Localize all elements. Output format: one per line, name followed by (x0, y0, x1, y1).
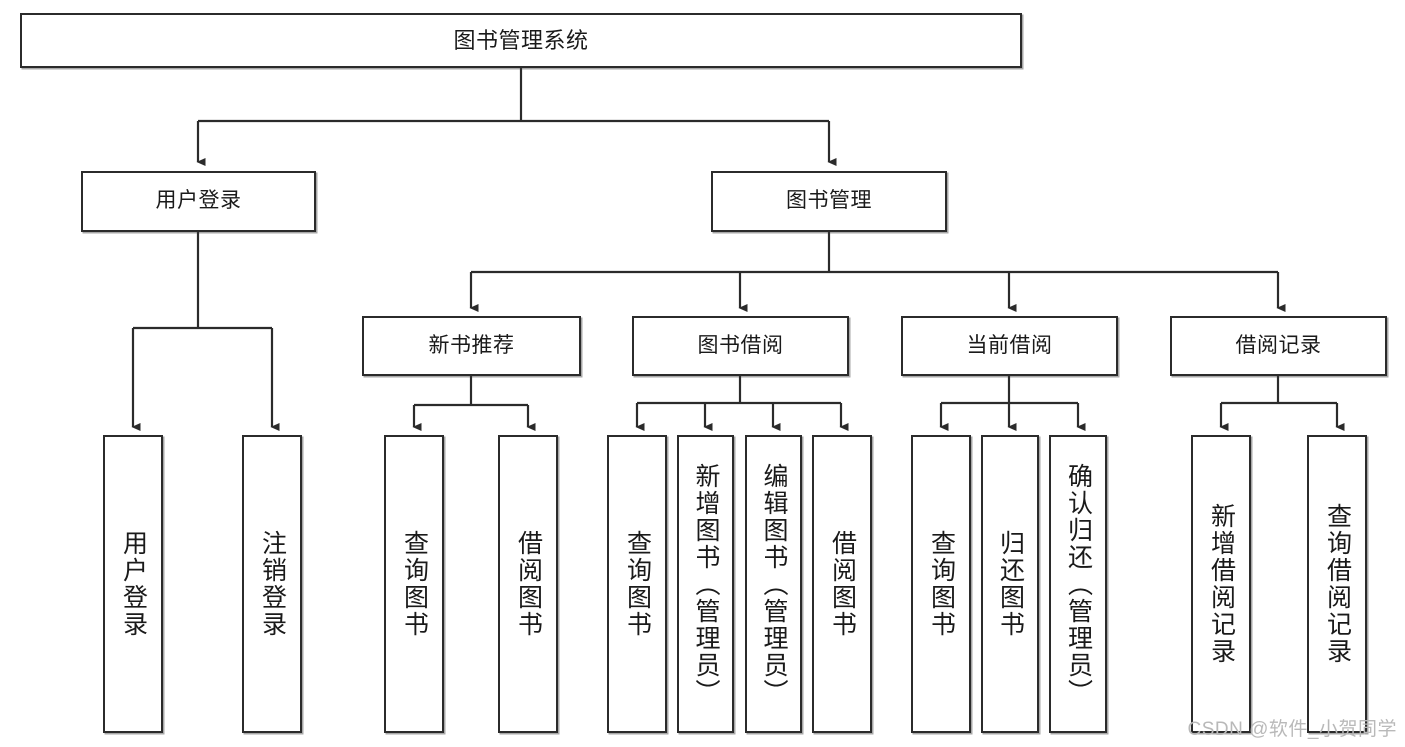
node-label: 借阅记录 (1235, 333, 1322, 357)
leaf-user-login-logout[interactable]: 注销登录 (242, 435, 302, 733)
leaf-borrow-record-query-record[interactable]: 查询借阅记录 (1307, 435, 1367, 733)
leaf-current-borrow-return-book[interactable]: 归还图书 (981, 435, 1039, 733)
node-label: 新书推荐 (428, 333, 515, 357)
node-label: 图书管理系统 (453, 27, 589, 53)
node-new-book-recommend[interactable]: 新书推荐 (362, 316, 581, 376)
node-label: 归还图书 (996, 530, 1025, 638)
node-label: 新增图书（管理员） (692, 462, 720, 706)
node-label: 图书借阅 (697, 333, 784, 357)
node-label: 图书管理 (786, 189, 872, 213)
leaf-new-book-borrow-book[interactable]: 借阅图书 (498, 435, 558, 733)
node-label: 编辑图书（管理员） (760, 462, 788, 706)
node-root-system[interactable]: 图书管理系统 (20, 13, 1022, 68)
leaf-borrow-record-add-record[interactable]: 新增借阅记录 (1191, 435, 1251, 733)
node-label: 当前借阅 (966, 333, 1053, 357)
node-label: 查询借阅记录 (1323, 503, 1352, 665)
leaf-book-borrow-edit-book-admin[interactable]: 编辑图书（管理员） (745, 435, 802, 733)
node-label: 注销登录 (258, 530, 287, 638)
node-borrow-record[interactable]: 借阅记录 (1170, 316, 1387, 376)
node-label: 新增借阅记录 (1207, 503, 1236, 665)
leaf-current-borrow-query-book[interactable]: 查询图书 (911, 435, 971, 733)
node-label: 借阅图书 (514, 530, 543, 638)
node-label: 查询图书 (927, 530, 956, 638)
leaf-book-borrow-query-book[interactable]: 查询图书 (607, 435, 667, 733)
leaf-book-borrow-borrow-book[interactable]: 借阅图书 (812, 435, 872, 733)
node-label: 借阅图书 (828, 530, 857, 638)
node-label: 查询图书 (623, 530, 652, 638)
leaf-book-borrow-add-book-admin[interactable]: 新增图书（管理员） (677, 435, 734, 733)
leaf-user-login-login[interactable]: 用户登录 (103, 435, 163, 733)
node-user-login[interactable]: 用户登录 (81, 171, 316, 232)
leaf-new-book-query-book[interactable]: 查询图书 (384, 435, 444, 733)
node-book-borrow[interactable]: 图书借阅 (632, 316, 849, 376)
node-label: 用户登录 (155, 189, 242, 213)
leaf-current-borrow-confirm-return-admin[interactable]: 确认归还（管理员） (1049, 435, 1107, 733)
node-label: 用户登录 (119, 530, 148, 638)
node-current-borrow[interactable]: 当前借阅 (901, 316, 1118, 376)
node-label: 查询图书 (400, 530, 429, 638)
watermark-text: CSDN @软件_小贺同学 (1187, 719, 1397, 740)
node-label: 确认归还（管理员） (1064, 462, 1093, 706)
node-book-management[interactable]: 图书管理 (711, 171, 947, 232)
